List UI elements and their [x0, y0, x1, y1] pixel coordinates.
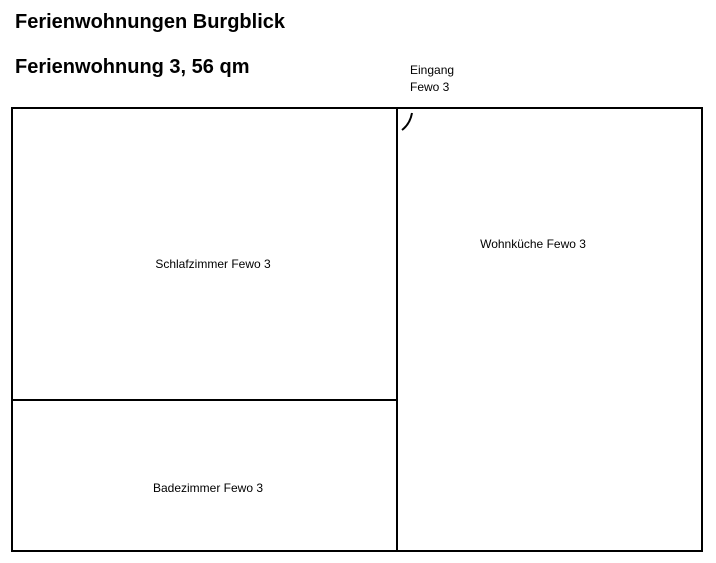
door-swing-icon [401, 112, 413, 131]
entrance-label-line-1: Eingang [410, 63, 455, 77]
outer-wall [11, 107, 703, 552]
entrance-label: Eingang Fewo 3 [410, 62, 454, 96]
room-label-bedroom: Schlafzimmer Fewo 3 [155, 257, 271, 271]
entrance-label-line-2: Fewo 3 [410, 80, 450, 94]
apartment-subtitle: Ferienwohnung 3, 56 qm [15, 56, 250, 78]
page-title: Ferienwohnungen Burgblick [15, 11, 286, 33]
room-label-kitchen-living: Wohnküche Fewo 3 [480, 237, 586, 251]
room-label-bathroom: Badezimmer Fewo 3 [152, 481, 264, 495]
